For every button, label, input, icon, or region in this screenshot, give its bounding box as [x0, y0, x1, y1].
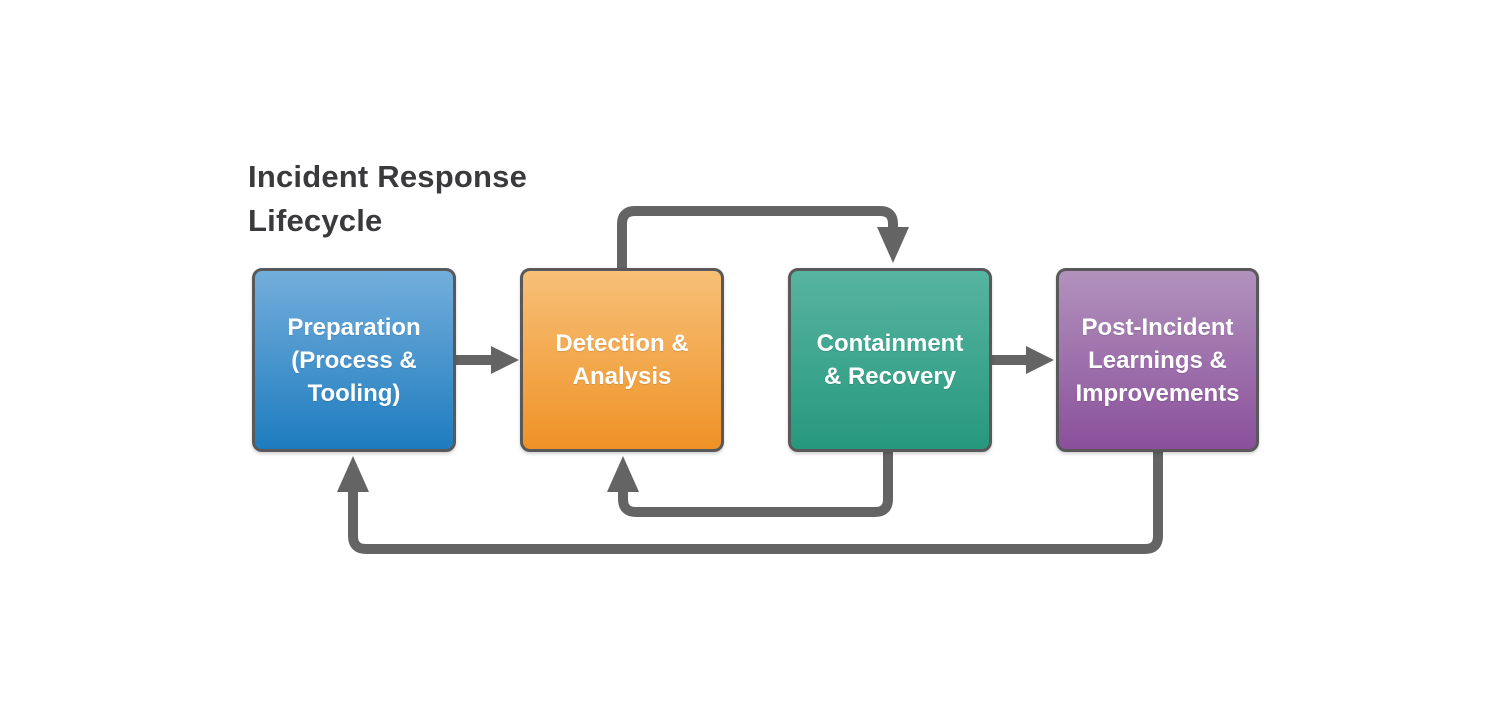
connector-containment-to-postincident: [991, 346, 1054, 374]
node-post-incident: Post-Incident Learnings & Improvements: [1056, 268, 1259, 452]
node-detection-analysis-label: Detection & Analysis: [555, 330, 689, 390]
node-detection-analysis: Detection & Analysis: [520, 268, 724, 452]
connector-containment-to-detection-feedback: [607, 450, 893, 517]
node-preparation: Preparation (Process & Tooling): [252, 268, 456, 452]
node-containment-recovery: Containment & Recovery: [788, 268, 992, 452]
node-containment-recovery-label: Containment & Recovery: [816, 330, 964, 390]
connector-postincident-to-preparation-feedback: [337, 450, 1163, 554]
node-preparation-label: Preparation (Process & Tooling): [287, 313, 421, 407]
node-post-incident-label: Post-Incident Learnings & Improvements: [1075, 313, 1240, 407]
diagram-title: Incident Response Lifecycle: [248, 159, 528, 238]
connector-detection-to-containment: [617, 206, 909, 270]
connector-preparation-to-detection: [455, 346, 519, 374]
